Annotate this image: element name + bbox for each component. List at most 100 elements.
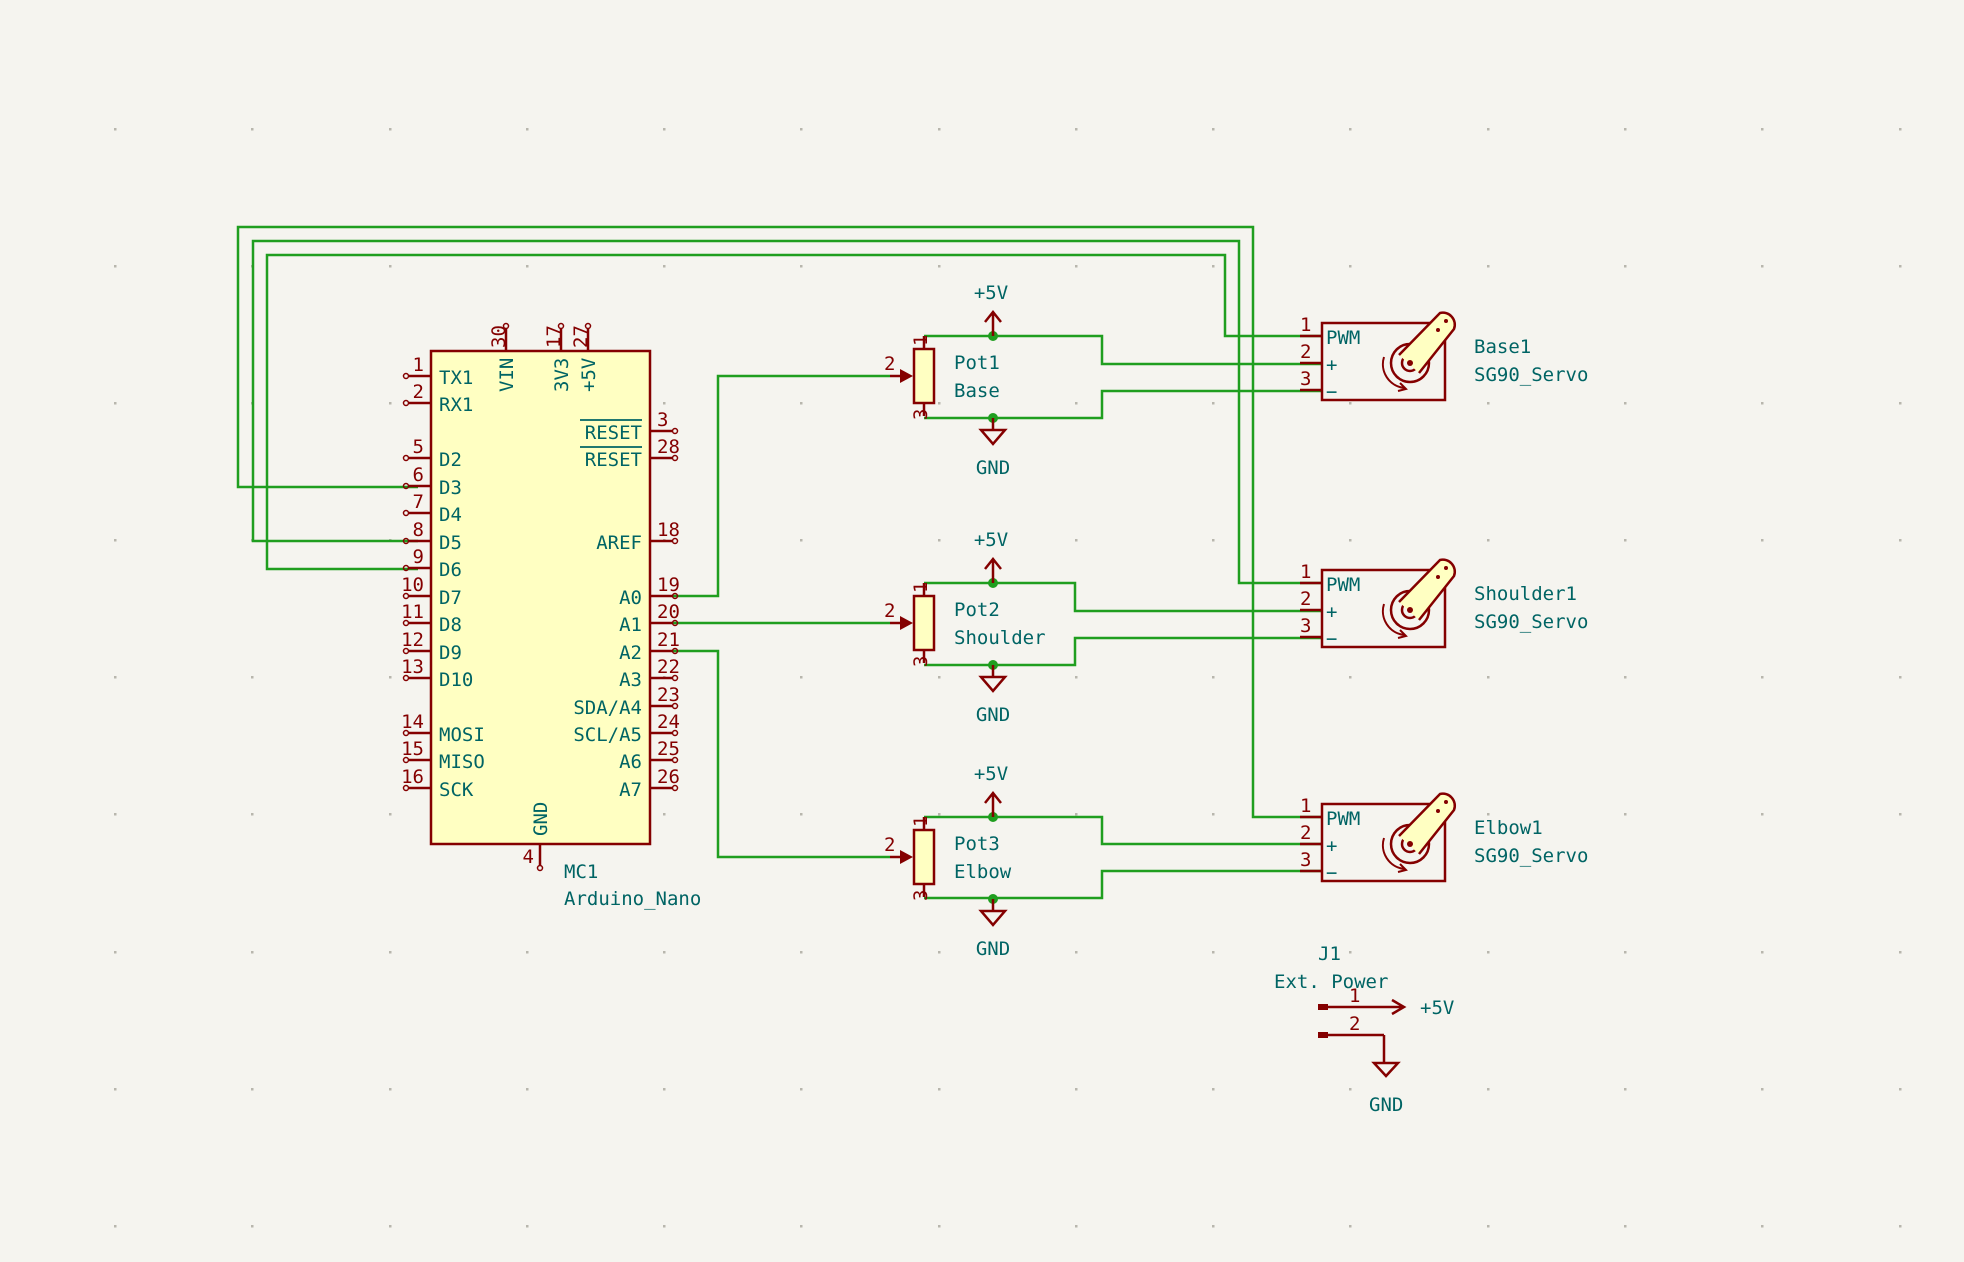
grid-dot (251, 1225, 254, 1228)
pin-number: 7 (413, 491, 424, 513)
pot-pin-number-bottom: 3 (910, 890, 932, 901)
connector-gnd-label: GND (1369, 1094, 1403, 1116)
pin-end (402, 619, 410, 627)
servo-pin-number: 1 (1300, 795, 1311, 817)
connector-vcc-label: +5V (1420, 997, 1454, 1019)
pin-number: 8 (413, 519, 424, 541)
servo-value: SG90_Servo (1474, 611, 1588, 633)
servo-pin-name: − (1326, 381, 1337, 403)
pin-name: RESET (585, 449, 642, 471)
grid-dot (1075, 676, 1078, 679)
grid-dot (1349, 1088, 1352, 1091)
grid-dot (1761, 1225, 1764, 1228)
grid-dot (800, 676, 803, 679)
grid-dot (938, 813, 941, 816)
grid-dot (800, 402, 803, 405)
pot-pin-number-bottom: 3 (910, 409, 932, 420)
pin-name: D2 (439, 449, 462, 471)
pin-name: SDA/A4 (573, 697, 642, 719)
grid-dot (389, 265, 392, 268)
grid-dot (1487, 402, 1490, 405)
vcc-label: +5V (974, 763, 1008, 785)
grid-dot (1899, 676, 1902, 679)
arduino-pin-d5: 8D5 (402, 519, 462, 554)
pin-name: D8 (439, 614, 462, 636)
grid-dot (663, 1088, 666, 1091)
connector-pin-2-stub (1318, 1032, 1328, 1038)
grid-dot (1624, 813, 1627, 816)
wire-pot1-gnd (924, 389, 1322, 420)
grid-dot (389, 128, 392, 131)
pin-name: MISO (439, 751, 485, 773)
pot-pin-number-wiper: 2 (884, 834, 895, 856)
pin-number: 4 (523, 846, 534, 868)
arduino-nano-symbol[interactable]: 1TX12RX15D26D37D48D59D610D711D812D913D10… (401, 322, 701, 911)
connector-pin-1-number: 1 (1349, 985, 1360, 1007)
ext-power-connector[interactable]: J1 Ext. Power 1 2 +5V GND (1274, 943, 1454, 1116)
pin-end (671, 427, 679, 435)
servo-horn-icon (1381, 311, 1457, 392)
grid-dot (526, 128, 529, 131)
grid-dot (938, 1225, 941, 1228)
pot-wiper-arrow-icon (900, 616, 913, 630)
pin-name: A7 (619, 779, 642, 801)
servo-body (1320, 802, 1447, 883)
grid-dot (1075, 402, 1078, 405)
pin-end (402, 729, 410, 737)
pin-number: 16 (401, 766, 424, 788)
pin-end (402, 509, 410, 517)
grid-dot (1349, 676, 1352, 679)
grid-dot (1487, 539, 1490, 542)
grid-dot (1212, 1088, 1215, 1091)
grid-dot (1349, 813, 1352, 816)
pin-end (671, 702, 679, 710)
servo-pin-name: PWM (1326, 327, 1360, 349)
pot-value: Elbow (954, 861, 1012, 883)
pin-number: 6 (413, 464, 424, 486)
grid-dot (800, 539, 803, 542)
grid-dot (1075, 1225, 1078, 1228)
gnd-icon (978, 899, 1008, 927)
pin-end (671, 454, 679, 462)
connector-value: Ext. Power (1274, 971, 1388, 993)
pin-end (584, 322, 592, 330)
grid-dot (1349, 539, 1352, 542)
servo-horn-icon (1381, 558, 1457, 639)
pin-end (402, 399, 410, 407)
grid-dot (938, 402, 941, 405)
pin-name: AREF (596, 532, 642, 554)
servo-pin-name: PWM (1326, 808, 1360, 830)
pin-end (671, 592, 679, 600)
pot-body (912, 828, 936, 886)
servo-value: SG90_Servo (1474, 364, 1588, 386)
pin-number: 10 (401, 574, 424, 596)
gnd-icon (978, 665, 1008, 693)
pin-number: 17 (543, 325, 565, 348)
pin-name: A2 (619, 642, 642, 664)
grid-dot (663, 128, 666, 131)
servo-horn-icon (1381, 792, 1457, 873)
servo-pin-number: 2 (1300, 588, 1311, 610)
pin-end (671, 729, 679, 737)
grid-dot (1349, 265, 1352, 268)
arduino-pin-5v: 27+5V (570, 322, 600, 392)
pin-name: A3 (619, 669, 642, 691)
pin-name: D10 (439, 669, 473, 691)
pin-name: D7 (439, 587, 462, 609)
grid-dot (114, 1225, 117, 1228)
grid-dot (1212, 128, 1215, 131)
pin-end (402, 674, 410, 682)
arduino-gnd-pin: 4 GND (523, 802, 552, 872)
grid-dot (663, 951, 666, 954)
